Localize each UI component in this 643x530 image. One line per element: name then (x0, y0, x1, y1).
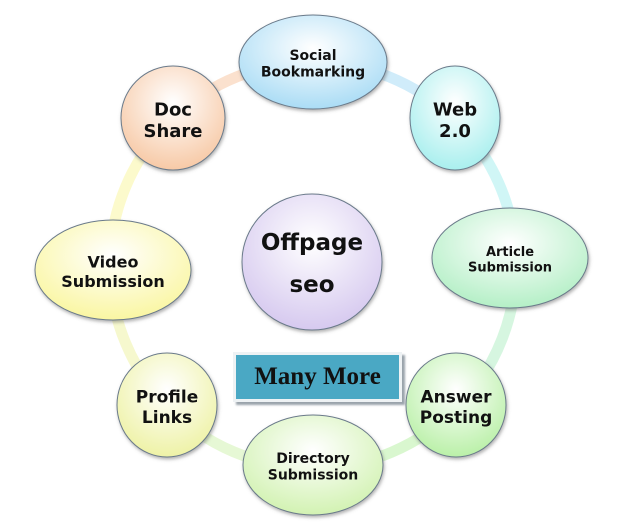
node-label: Directory (276, 451, 349, 467)
node-label: Submission (268, 468, 359, 484)
node-shape (405, 352, 507, 458)
node-label: Submission (61, 272, 164, 291)
node-shape (242, 414, 384, 516)
center-node-offpage-seo: Offpage seo (241, 193, 383, 331)
node-label: Posting (420, 408, 492, 428)
node-label: seo (289, 272, 334, 298)
node-shape (120, 65, 226, 171)
node-label: Share (143, 121, 202, 142)
node-label: Submission (468, 261, 552, 276)
node-label: Video (88, 253, 139, 272)
node-label: Profile (136, 387, 198, 407)
node-label: Answer (421, 387, 493, 407)
node-shape (241, 193, 383, 331)
node-shape (409, 65, 501, 171)
node-label: Web (433, 99, 477, 120)
node-label: Links (142, 408, 192, 428)
node-shape (34, 219, 192, 321)
node-label: Article (486, 245, 534, 260)
node-label: Social (289, 48, 336, 64)
node-label: 2.0 (439, 121, 471, 142)
node-label: Doc (154, 99, 192, 120)
node-label: Offpage (261, 230, 363, 256)
node-shape (431, 207, 589, 309)
node-shape (238, 14, 388, 110)
many-more-banner: Many More (233, 352, 402, 402)
node-shape (116, 352, 218, 458)
node-label: Bookmarking (261, 65, 365, 81)
